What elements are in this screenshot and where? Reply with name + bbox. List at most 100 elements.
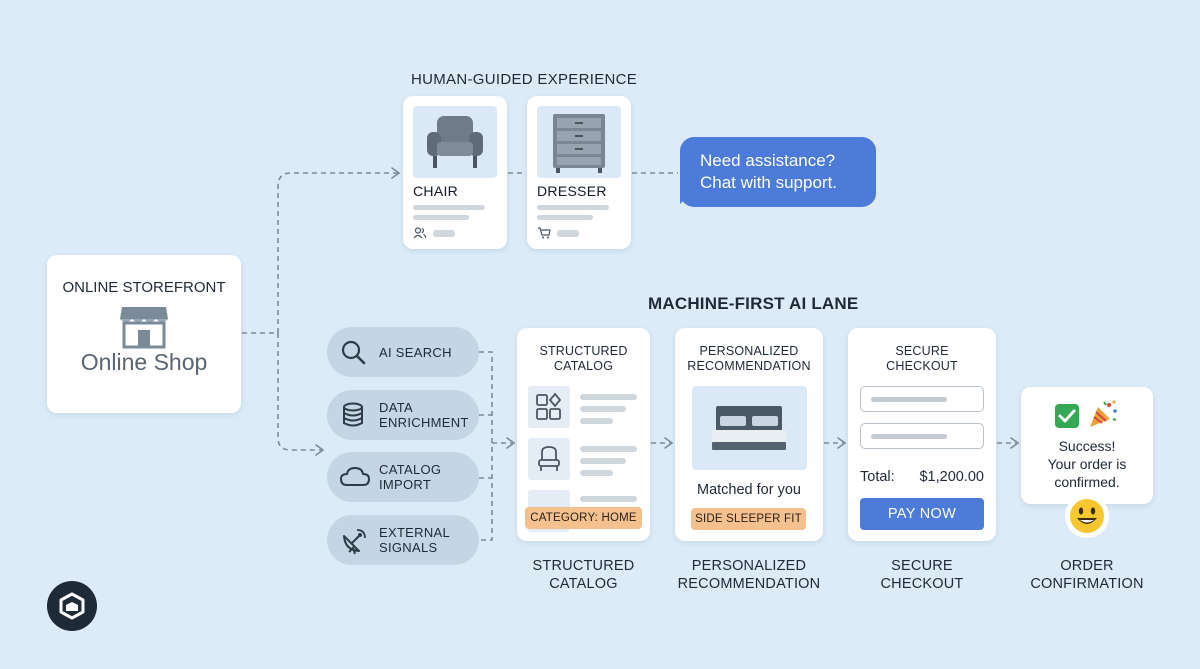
connector-sources-bracket (479, 351, 493, 541)
catalog-item-thumbnail (528, 386, 570, 428)
connector-storefront-to-human (242, 172, 398, 334)
confirmation-caption: ORDER CONFIRMATION (1017, 557, 1157, 593)
source-label: DATA (379, 400, 413, 415)
card-heading-line: RECOMMENDATION (687, 359, 811, 373)
product-card-chair[interactable]: CHAIR (403, 96, 507, 249)
confirmation-line: confirmed. (1054, 474, 1120, 490)
smiley-badge (1065, 494, 1109, 538)
catalog-item-thumbnail (528, 438, 570, 480)
structured-catalog-card[interactable]: STRUCTURED CATALOG CATEGORY: HOME (517, 328, 650, 541)
connector-storefront-to-ai (277, 333, 322, 451)
card-heading-line: SECURE (895, 344, 949, 358)
text-placeholder (580, 470, 613, 476)
field-placeholder (871, 434, 947, 439)
order-confirmation-card[interactable]: Success! Your order is confirmed. (1021, 387, 1153, 504)
cloud-icon (339, 466, 371, 486)
total-label: Total: (860, 469, 895, 485)
matched-text: Matched for you (697, 482, 801, 498)
card-heading: PERSONALIZED RECOMMENDATION (675, 344, 823, 374)
card-heading-line: CATALOG (553, 359, 614, 373)
caption-line: PERSONALIZED (691, 558, 807, 574)
recommendation-caption: PERSONALIZED RECOMMENDATION (665, 557, 833, 593)
card-heading-line: PERSONALIZED (699, 344, 799, 358)
product-thumbnail (537, 106, 621, 178)
text-placeholder (413, 205, 485, 210)
checkout-input-field[interactable] (860, 386, 984, 412)
app-logo-badge[interactable] (47, 581, 97, 631)
storefront-title: ONLINE STOREFRONT (62, 279, 226, 296)
text-placeholder (580, 394, 637, 400)
product-name: DRESSER (537, 183, 607, 199)
human-section-title: HUMAN-GUIDED EXPERIENCE (411, 71, 638, 88)
checkout-caption: SECURE CHECKOUT (848, 557, 996, 593)
caption-line: RECOMMENDATION (677, 576, 821, 592)
storefront-subtitle: Online Shop (80, 349, 208, 375)
category-tag: CATEGORY: HOME (525, 507, 642, 529)
chat-line: Need assistance? (700, 151, 836, 170)
text-placeholder (580, 496, 637, 502)
text-placeholder (580, 458, 626, 464)
source-pill-data-enrichment[interactable]: DATA ENRICHMENT (327, 390, 479, 440)
text-placeholder (537, 215, 593, 220)
satellite-dish-icon (343, 529, 366, 555)
pay-now-button[interactable]: PAY NOW (860, 498, 984, 530)
caption-line: SECURE (891, 558, 953, 574)
text-placeholder (580, 446, 637, 452)
fit-tag: SIDE SLEEPER FIT (691, 508, 806, 530)
checkout-input-field[interactable] (860, 423, 984, 449)
magnifier-icon (341, 340, 366, 365)
smiley-icon (1070, 499, 1104, 533)
caption-line: ORDER (1060, 558, 1114, 574)
grid-shapes-icon (536, 392, 562, 420)
support-chat-bubble[interactable]: Need assistance? Chat with support. (680, 137, 876, 207)
total-value: $1,200.00 (919, 469, 984, 485)
caption-line: CONFIRMATION (1030, 576, 1144, 592)
source-label: EXTERNAL (379, 525, 451, 540)
recommendation-image (692, 386, 807, 470)
source-label: CATALOG (379, 462, 442, 477)
field-placeholder (871, 397, 947, 402)
text-placeholder (537, 205, 609, 210)
text-placeholder (557, 230, 579, 237)
text-placeholder (580, 418, 613, 424)
product-name: CHAIR (413, 183, 459, 199)
card-heading: SECURE CHECKOUT (848, 344, 996, 374)
check-icon (1055, 404, 1079, 428)
source-pill-catalog-import[interactable]: CATALOG IMPORT (327, 452, 479, 502)
armchair-icon (427, 116, 483, 168)
product-card-dresser[interactable]: DRESSER (527, 96, 631, 249)
confirmation-line: Your order is (1047, 456, 1127, 472)
app-logo-icon (59, 592, 85, 620)
text-placeholder (580, 406, 626, 412)
confirmation-line: Success! (1058, 438, 1116, 454)
caption-line: STRUCTURED (532, 558, 635, 574)
caption-line: CATALOG (549, 576, 618, 592)
store-icon (120, 307, 168, 349)
catalog-caption: STRUCTURED CATALOG (517, 557, 650, 593)
users-icon (413, 227, 427, 239)
product-thumbnail (413, 106, 497, 178)
chair-outline-icon (538, 446, 560, 471)
personalized-recommendation-card[interactable]: PERSONALIZED RECOMMENDATION Matched for … (675, 328, 823, 541)
source-label: ENRICHMENT (379, 415, 469, 430)
caption-line: CHECKOUT (880, 576, 964, 592)
source-pill-external-signals[interactable]: EXTERNAL SIGNALS (327, 515, 479, 565)
source-pill-ai-search[interactable]: AI SEARCH (327, 327, 479, 377)
party-popper-icon (1090, 400, 1117, 427)
database-icon (343, 402, 363, 427)
cart-icon (538, 227, 551, 239)
secure-checkout-card[interactable]: SECURE CHECKOUT Total: $1,200.00 PAY NOW (848, 328, 996, 541)
source-label: IMPORT (379, 477, 432, 492)
dresser-icon (553, 114, 605, 173)
source-label: SIGNALS (379, 540, 438, 555)
card-heading-line: CHECKOUT (886, 359, 958, 373)
text-placeholder (413, 215, 469, 220)
card-heading: STRUCTURED CATALOG (517, 344, 650, 374)
ai-lane-title: MACHINE-FIRST AI LANE (648, 294, 859, 313)
card-heading-line: STRUCTURED (539, 344, 628, 358)
confirmation-message: Success! Your order is confirmed. (1021, 437, 1153, 491)
source-label: AI SEARCH (379, 345, 452, 360)
chat-line: Chat with support. (700, 173, 838, 192)
online-storefront-card[interactable]: ONLINE STOREFRONT Online Shop (47, 255, 241, 413)
